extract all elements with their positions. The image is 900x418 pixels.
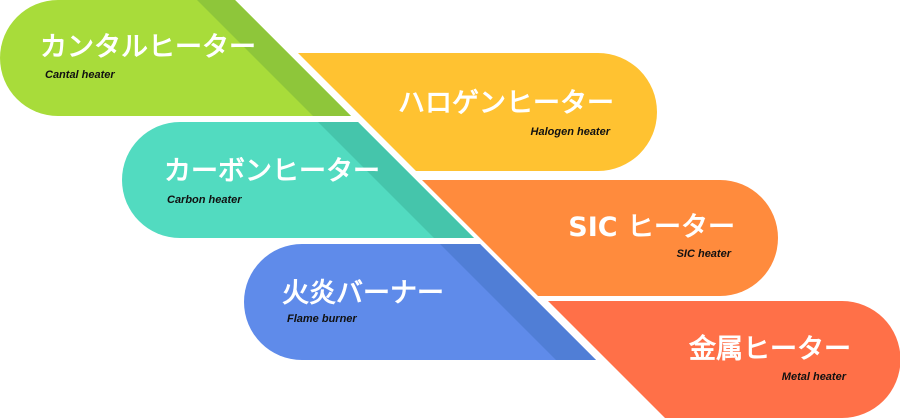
card-sic-heater: SIC ヒーター SIC heater bbox=[422, 180, 778, 296]
card-carbon-heater: カーボンヒーター Carbon heater bbox=[122, 122, 474, 238]
title: カンタルヒーター bbox=[40, 32, 256, 63]
card-cantal-heater: カンタルヒーター Cantal heater bbox=[0, 0, 351, 116]
subtitle: Metal heater bbox=[782, 371, 847, 383]
subtitle: Carbon heater bbox=[167, 194, 242, 206]
title: カーボンヒーター bbox=[164, 156, 380, 187]
title: 金属ヒーター bbox=[688, 333, 851, 365]
card-flame-burner: 火炎バーナー Flame burner bbox=[244, 244, 596, 360]
title: SIC ヒーター bbox=[568, 212, 735, 243]
title: 火炎バーナー bbox=[282, 278, 444, 309]
subtitle: Halogen heater bbox=[531, 126, 611, 138]
card-halogen-heater: ハロゲンヒーター Halogen heater bbox=[298, 53, 657, 171]
subtitle: Cantal heater bbox=[45, 69, 115, 81]
subtitle: Flame burner bbox=[287, 313, 357, 325]
card-metal-heater: 金属ヒーター Metal heater bbox=[548, 301, 900, 418]
title: ハロゲンヒーター bbox=[398, 88, 614, 119]
subtitle: SIC heater bbox=[677, 248, 732, 260]
